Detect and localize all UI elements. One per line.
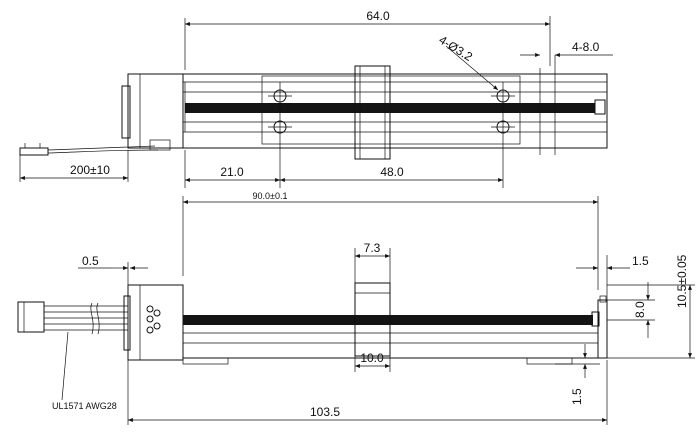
dim-height-105: 10.5±0.05 [675, 254, 689, 308]
dim-bottom-15: 1.5 [570, 388, 584, 405]
dim-64: 64.0 [366, 9, 390, 23]
top-view: 64.0 4-Ø3.2 4-8.0 200±10 21.0 48.0 [19, 9, 613, 188]
side-motor [123, 284, 184, 361]
wire-spec-label: UL1571 AWG28 [52, 401, 117, 411]
side-lead-screw [183, 315, 593, 325]
dim-73: 7.3 [364, 241, 381, 255]
side-cable-connector [17, 301, 128, 335]
dim-21: 21.0 [220, 165, 244, 179]
dim-holes: 4-Ø3.2 [436, 33, 475, 64]
dim-90: 90.0±0.1 [253, 191, 288, 201]
dim-height-8: 8.0 [633, 301, 647, 318]
side-slider [354, 282, 391, 357]
dim-05: 0.5 [82, 254, 99, 268]
top-wire-connector [19, 143, 159, 156]
dim-end-15: 1.5 [632, 254, 649, 268]
dim-wire-length: 200±10 [70, 163, 110, 177]
top-motor [121, 73, 184, 151]
dim-10: 10.0 [360, 351, 384, 365]
top-base [182, 73, 608, 149]
top-slider [354, 65, 391, 160]
side-view: 90.0±0.1 [17, 191, 695, 425]
dim-1035: 103.5 [310, 405, 340, 419]
dim-48: 48.0 [380, 165, 404, 179]
dim-slots: 4-8.0 [572, 40, 600, 54]
top-mounting-holes [268, 82, 515, 140]
